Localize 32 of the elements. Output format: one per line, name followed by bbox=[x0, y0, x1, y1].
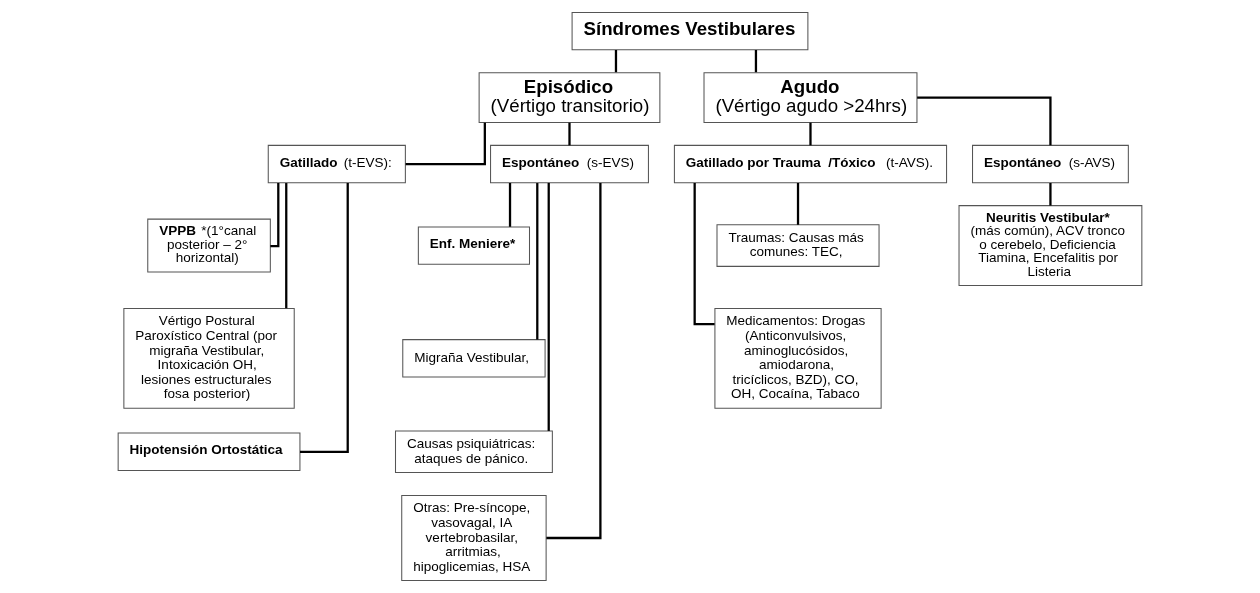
connector bbox=[508, 182, 512, 227]
node-box: Enf. Meniere* bbox=[417, 226, 530, 265]
node-box: Neuritis Vestibular* (más común), ACV tronco o cerebelo, Deficiencia Tiamina, Encefalitis por Listeria bbox=[958, 205, 1143, 287]
node-box: Traumas: Causas más comunes: TEC, bbox=[716, 224, 880, 267]
connector bbox=[547, 182, 550, 431]
node-box: Gatillado por Trauma /Tóxico (t-AVS). bbox=[673, 144, 948, 184]
connector bbox=[1049, 182, 1052, 206]
connector bbox=[300, 182, 349, 453]
node-box: Migraña Vestibular, bbox=[402, 339, 546, 378]
node-box: Hipotensión Ortostática bbox=[117, 432, 301, 471]
connector bbox=[285, 183, 288, 309]
node-box: Episódico (Vértigo transitorio) bbox=[478, 72, 661, 124]
node-box: Síndromes Vestibulares bbox=[571, 11, 809, 51]
node-box: Otras: Pre-síncope, vasovagal, IA vertebrobasilar, arritmias, hipoglicemias, HSA bbox=[401, 494, 547, 582]
node-box: Espontáneo (s-EVS) bbox=[490, 144, 649, 184]
node-box: Medicamentos: Drogas (Anticonvulsivos, aminoglucósidos, amiodarona, tricíclicos, BZD), CO, OH, Cocaína, Tabaco bbox=[714, 307, 882, 409]
connector bbox=[546, 183, 602, 540]
connector bbox=[754, 49, 758, 73]
node-box: Vértigo Postural Paroxístico Central (por migraña Vestibular, Intoxicación OH, lesiones estructurales fosa posterior) bbox=[123, 307, 295, 409]
connector bbox=[809, 122, 812, 146]
connector bbox=[917, 96, 1052, 146]
node-box: Causas psiquiátricas: ataques de pánico. bbox=[395, 430, 553, 474]
connector bbox=[270, 183, 280, 248]
connector bbox=[568, 122, 571, 146]
connector bbox=[796, 182, 800, 225]
connector bbox=[614, 49, 618, 73]
connector bbox=[536, 183, 539, 340]
node-box: VPPB *(1°canal posterior – 2° horizontal) bbox=[147, 218, 271, 273]
node-box: Agudo (Vértigo agudo >24hrs) bbox=[703, 72, 918, 124]
node-box: Gatillado (t-EVS): bbox=[267, 144, 406, 184]
node-box: Espontáneo (s-AVS) bbox=[972, 144, 1129, 184]
connector bbox=[405, 122, 486, 166]
